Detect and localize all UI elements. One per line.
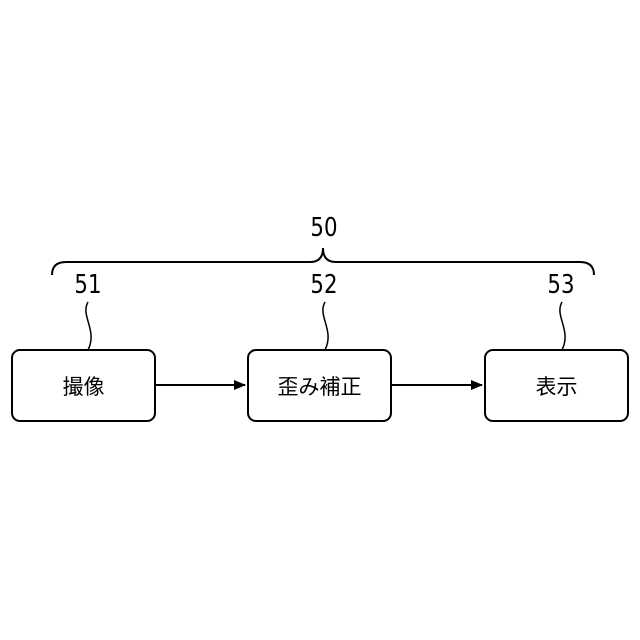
block-ref-label-51: 51 <box>73 272 103 298</box>
distortion-correction-block-label: 歪み補正 <box>278 371 362 401</box>
imaging-block-label: 撮像 <box>63 371 105 401</box>
leader-line-51 <box>86 302 91 350</box>
distortion-correction-block: 歪み補正 <box>247 349 392 422</box>
imaging-block: 撮像 <box>11 349 156 422</box>
leader-line-53 <box>560 302 565 350</box>
block-ref-label-53: 53 <box>546 272 576 298</box>
display-block: 表示 <box>484 349 629 422</box>
group-ref-label: 50 <box>309 215 339 241</box>
block-ref-label-52: 52 <box>309 272 339 298</box>
leader-line-52 <box>323 302 328 350</box>
display-block-label: 表示 <box>536 371 578 401</box>
